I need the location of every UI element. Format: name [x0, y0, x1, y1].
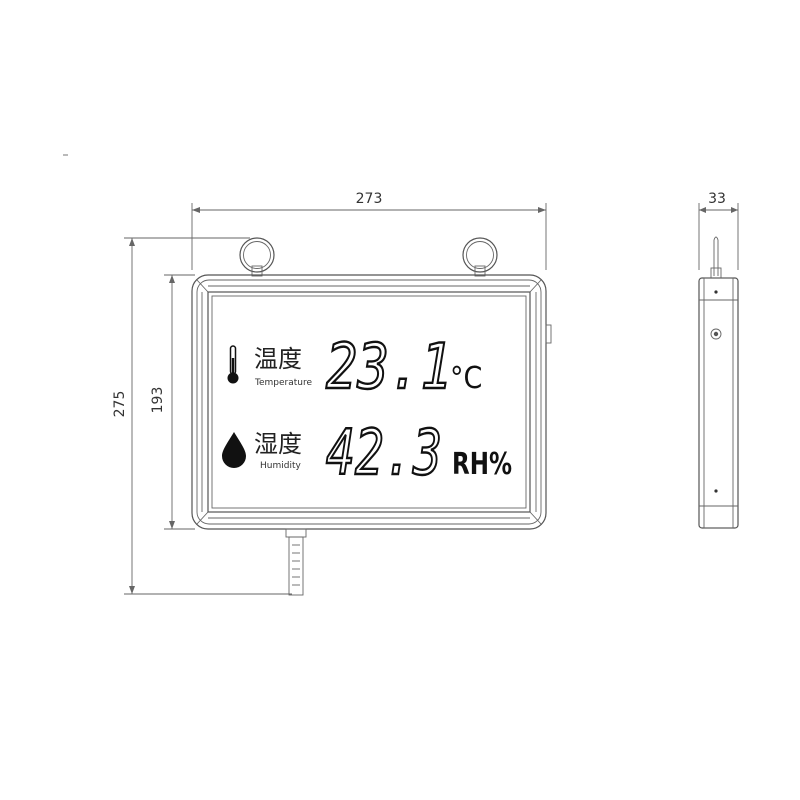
side-view: 33	[698, 191, 739, 529]
humidity-label-cn: 湿度	[254, 430, 302, 458]
thermometer-icon	[227, 345, 239, 384]
temperature-label-en: Temperature	[254, 378, 312, 388]
outer-frame	[191, 274, 547, 530]
humidity-value: 42.3	[326, 416, 442, 489]
side-button	[545, 324, 552, 344]
hanging-ring-right	[462, 237, 498, 277]
water-drop-icon	[222, 432, 246, 468]
sensor-cable	[285, 528, 307, 596]
humidity-unit: RH%	[452, 447, 512, 482]
display-window	[207, 291, 531, 513]
dimension-depth-label: 33	[708, 191, 726, 207]
humidity-label-en: Humidity	[260, 461, 301, 471]
front-view: 温度 Temperature 23.1 °C 湿度 Humidity 42.3 …	[112, 191, 552, 596]
dimension-depth: 33	[698, 191, 739, 270]
temperature-unit: °C	[450, 361, 482, 396]
temperature-label-cn: 温度	[254, 345, 302, 373]
dimension-body-height: 193	[150, 274, 195, 530]
hanging-ring-left	[239, 237, 275, 277]
dimension-width-label: 273	[356, 191, 383, 207]
dimension-width: 273	[191, 191, 547, 270]
dimension-total-height-label: 275	[112, 391, 128, 418]
dimension-body-height-label: 193	[150, 387, 166, 414]
dimension-total-height: 275	[112, 237, 292, 595]
temperature-value: 23.1	[326, 330, 452, 403]
